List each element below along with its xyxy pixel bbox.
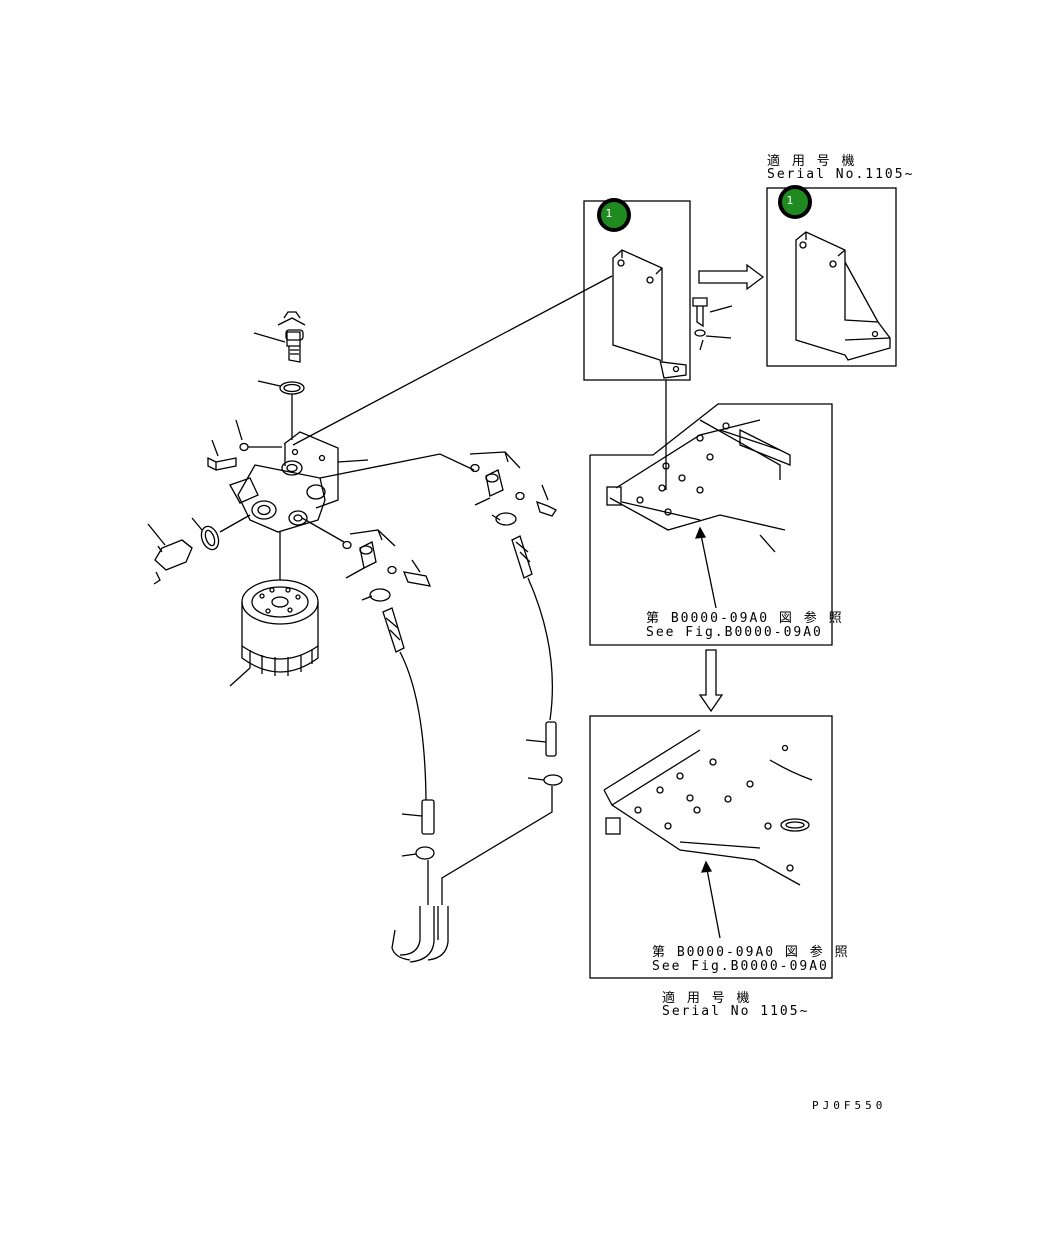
- frame-detail-box-2: [589, 715, 833, 979]
- arrow-down: [698, 649, 724, 713]
- arrow-right: [698, 263, 765, 291]
- ref-note-2-en: See Fig.B0000-09A0: [652, 959, 829, 974]
- frame-detail-box-1: [589, 403, 833, 646]
- bracket-new-detail-box: [766, 187, 897, 367]
- serial-note-top-jp: 適 用 号 機: [767, 154, 857, 169]
- ref-note-1-jp: 第 B0000-09A0 図 参 照: [646, 611, 844, 626]
- bracket-new-callout-badge: 1: [778, 185, 812, 219]
- bracket-callout-badge: 1: [597, 198, 631, 232]
- serial-note-bottom-en: Serial No 1105~: [662, 1004, 810, 1019]
- serial-note-top-en: Serial No.1105~: [767, 167, 915, 182]
- bracket-detail-box: [583, 200, 733, 381]
- ref-note-2-jp: 第 B0000-09A0 図 参 照: [652, 945, 850, 960]
- drawing-code: PJ0F550: [812, 1099, 887, 1112]
- bracket-leader-line: [292, 275, 613, 446]
- fuel-filter-assembly: [147, 311, 563, 963]
- serial-note-bottom-jp: 適 用 号 機: [662, 991, 752, 1006]
- ref-note-1-en: See Fig.B0000-09A0: [646, 625, 823, 640]
